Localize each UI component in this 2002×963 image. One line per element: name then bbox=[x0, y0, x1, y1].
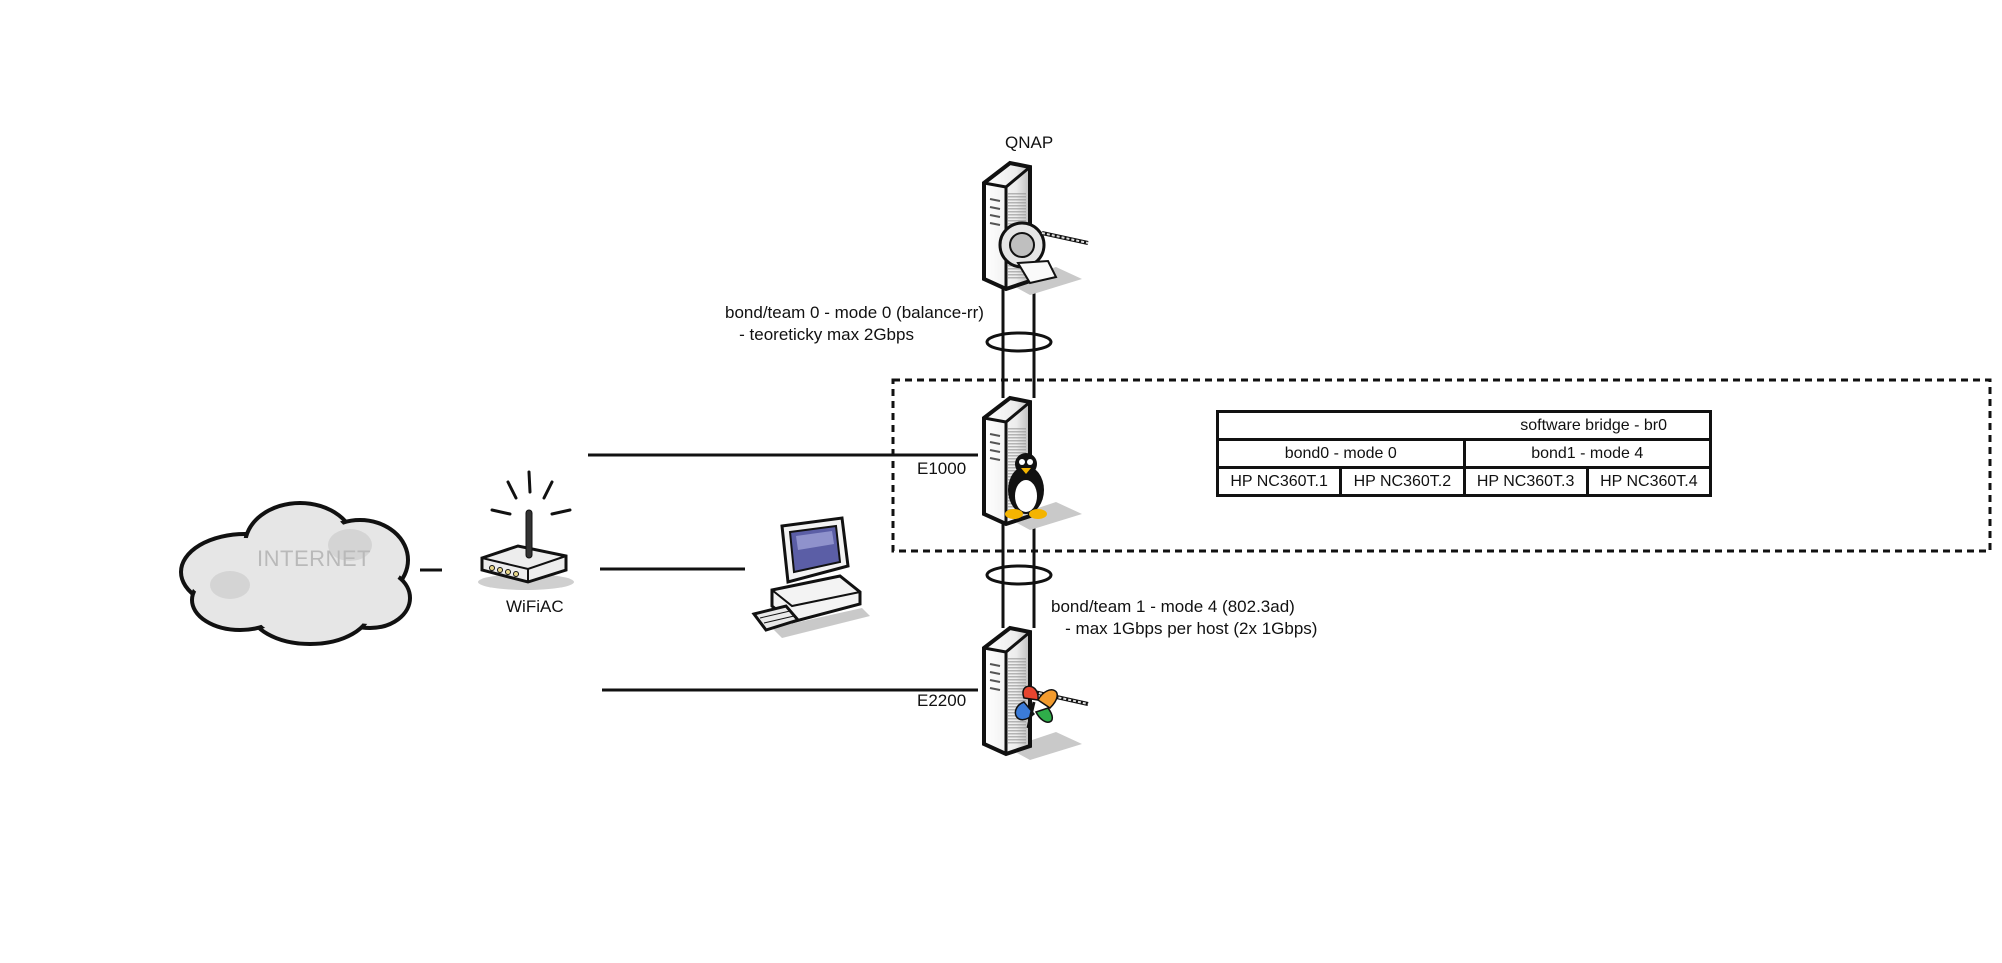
bond0-caption-line1: bond/team 0 - mode 0 (balance-rr) bbox=[725, 303, 984, 322]
internet-label: INTERNET bbox=[257, 546, 371, 571]
desktop-computer-icon bbox=[751, 516, 870, 638]
nic-cell: HP NC360T.2 bbox=[1339, 466, 1466, 497]
linux-server-icon bbox=[982, 395, 1082, 530]
bond0-caption-line2: - teoreticky max 2Gbps bbox=[725, 325, 914, 344]
cloud-icon bbox=[179, 501, 412, 646]
bridge-boundary bbox=[891, 378, 1992, 553]
connection-lines bbox=[420, 288, 1053, 692]
qnap-label: QNAP bbox=[1005, 133, 1054, 152]
bond0-cell: bond0 - mode 0 bbox=[1216, 438, 1466, 469]
wifi-router-icon bbox=[478, 470, 574, 590]
e1000-label: E1000 bbox=[917, 459, 967, 478]
bond1-caption-line2: - max 1Gbps per host (2x 1Gbps) bbox=[1051, 619, 1318, 638]
nas-server-icon bbox=[982, 160, 1089, 295]
bond-row: bond0 - mode 0 bond1 - mode 4 bbox=[1216, 438, 1712, 469]
nic-row: HP NC360T.1 HP NC360T.2 HP NC360T.3 HP N… bbox=[1215, 466, 1713, 497]
bond1-cell: bond1 - mode 4 bbox=[1462, 438, 1712, 469]
bridge-title: software bridge - br0 bbox=[1216, 410, 1712, 441]
nic-cell: HP NC360T.1 bbox=[1215, 466, 1343, 497]
bond1-ring bbox=[985, 564, 1053, 586]
wifi-label: WiFiAC bbox=[506, 597, 564, 616]
e2200-label: E2200 bbox=[917, 691, 967, 710]
bridge-table: software bridge - br0 bond0 - mode 0 bon… bbox=[1215, 410, 1713, 497]
nic-cell: HP NC360T.3 bbox=[1462, 466, 1589, 497]
bond0-ring bbox=[985, 331, 1053, 353]
bridge-title-row: software bridge - br0 bbox=[1216, 410, 1712, 441]
bond1-caption-line1: bond/team 1 - mode 4 (802.3ad) bbox=[1051, 597, 1295, 616]
nic-cell: HP NC360T.4 bbox=[1585, 466, 1713, 497]
windows-server-icon bbox=[982, 625, 1089, 760]
